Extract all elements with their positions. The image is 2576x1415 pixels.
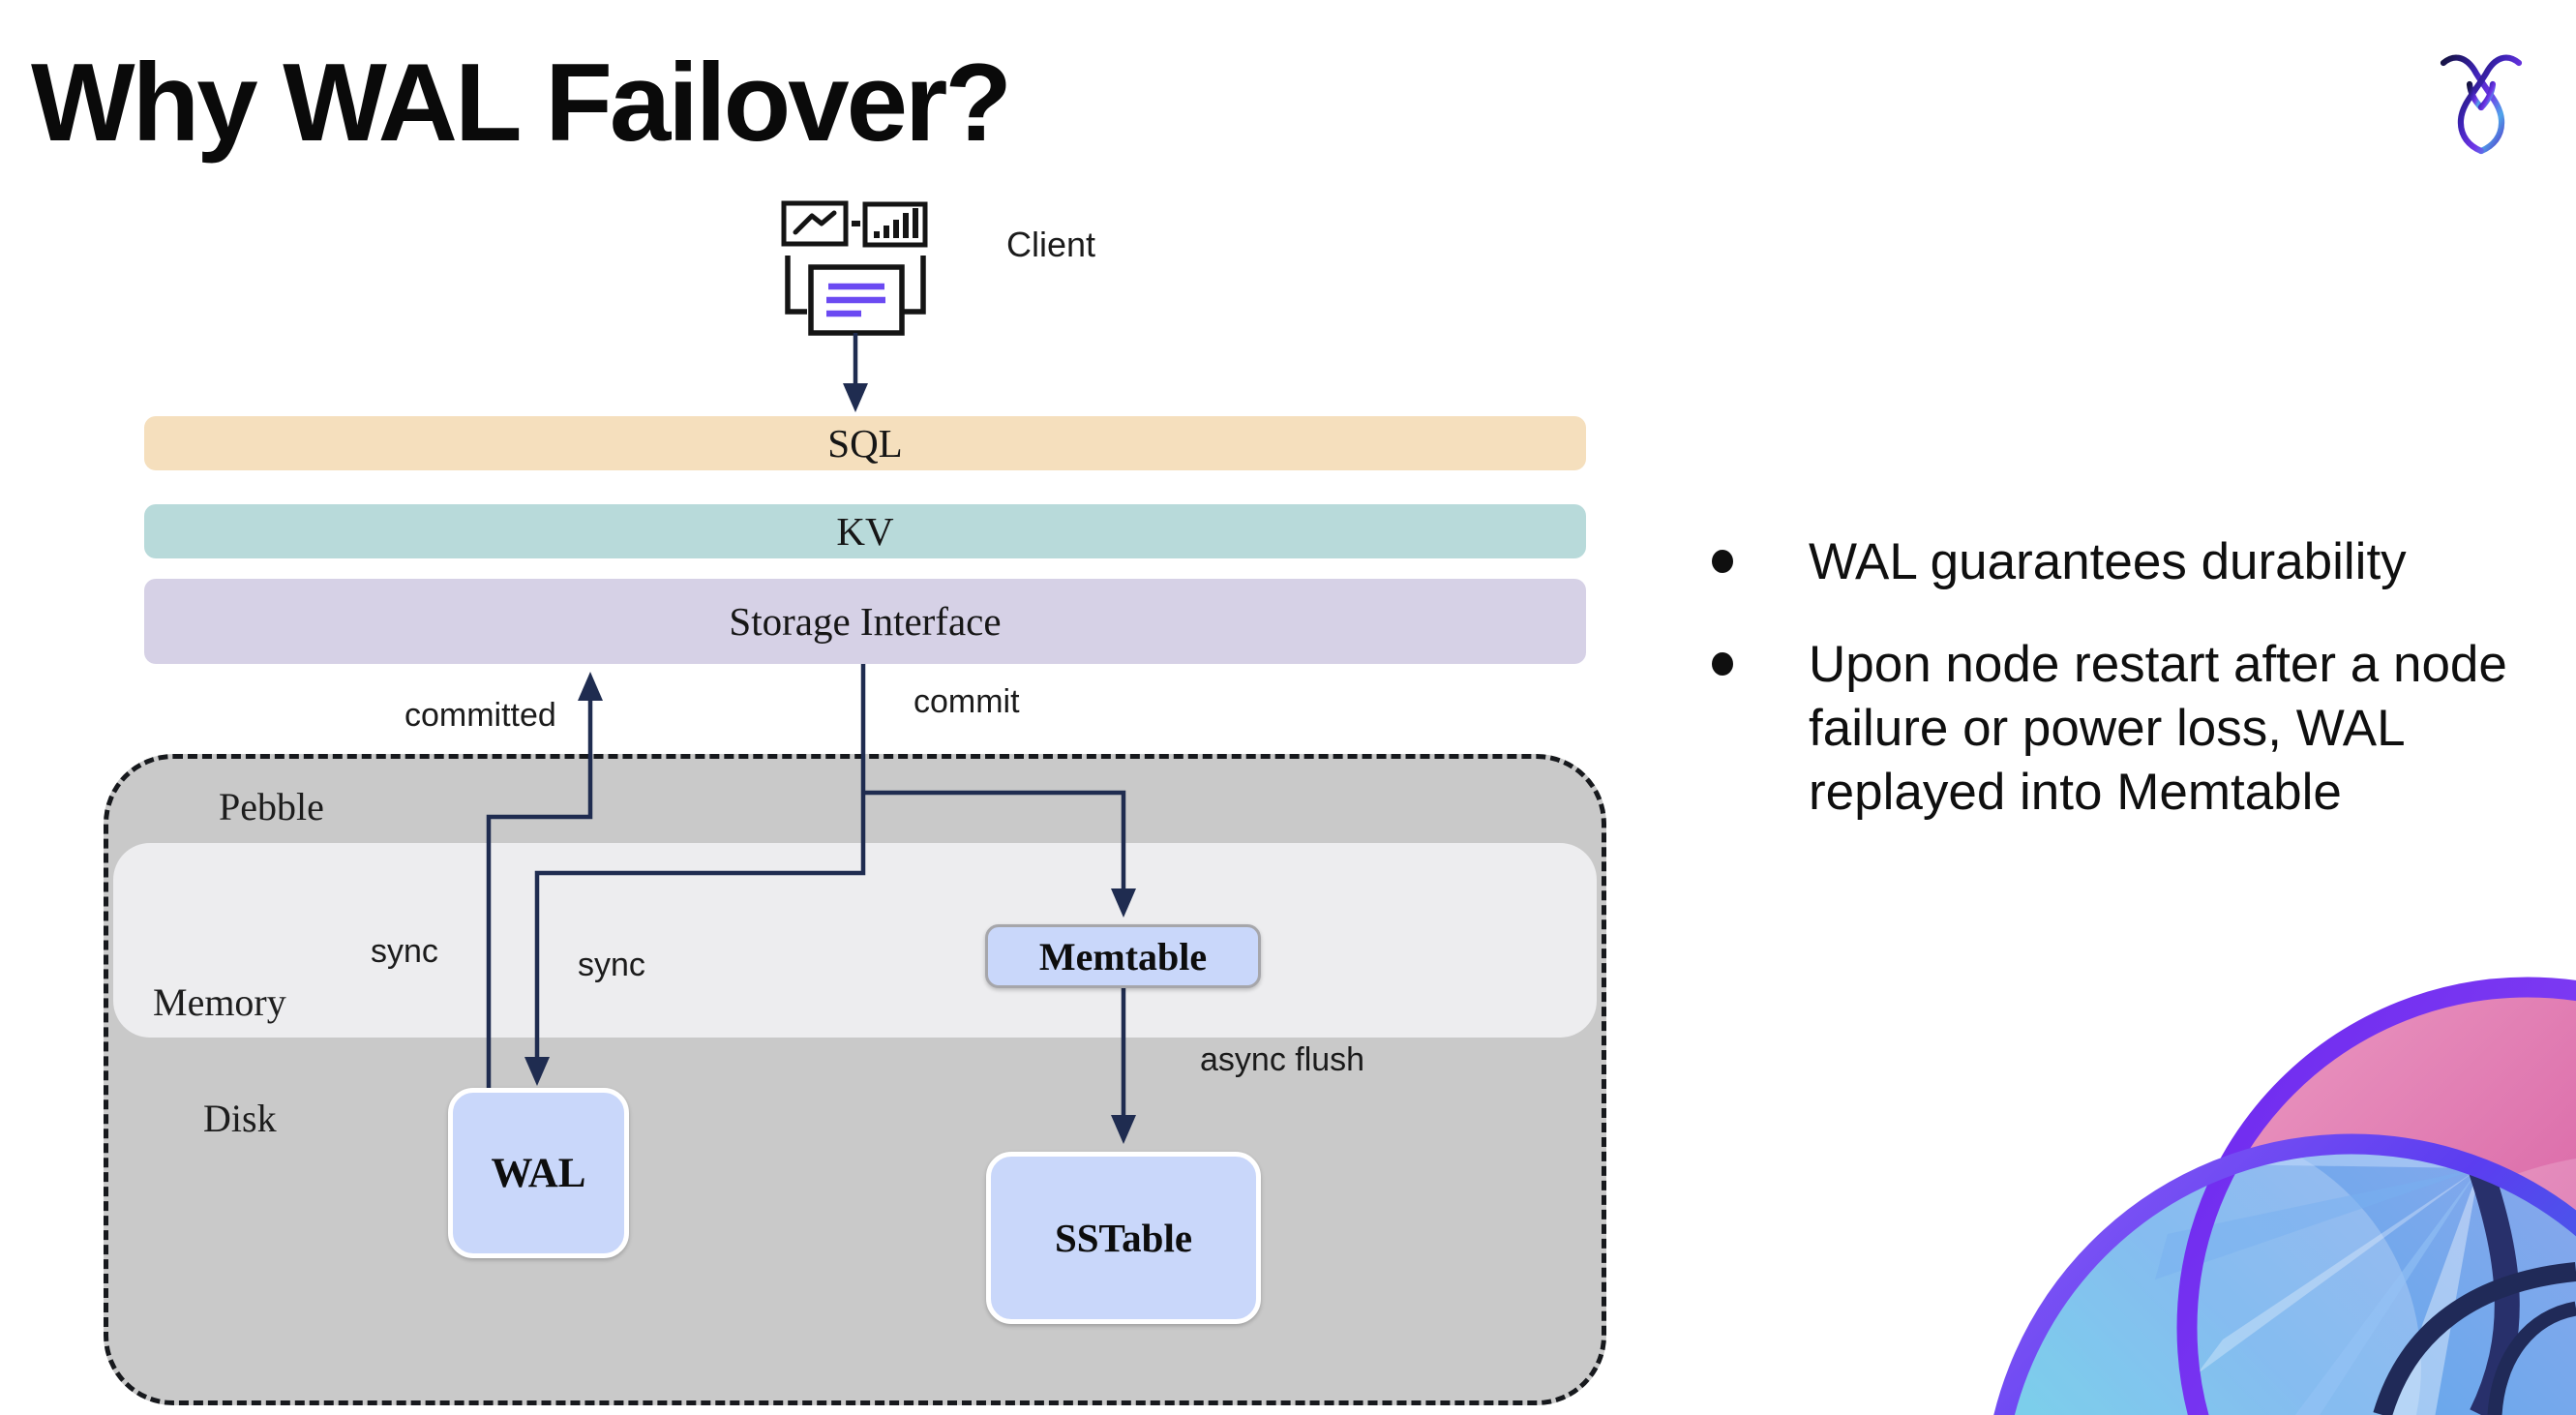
disk-label: Disk — [203, 1097, 277, 1140]
line-chart-icon — [781, 200, 849, 247]
sync-right-label: sync — [578, 947, 645, 983]
pebble-label: Pebble — [219, 785, 324, 828]
memtable-node: Memtable — [985, 924, 1261, 988]
cockroachdb-logo-icon — [2440, 54, 2523, 155]
layer-bar-sql: SQL — [144, 416, 1586, 470]
page-title: Why WAL Failover? — [31, 42, 1012, 165]
client-label: Client — [1006, 225, 1096, 264]
commit-label: commit — [914, 683, 1020, 720]
client-devices-icon — [781, 200, 928, 336]
async-flush-label: async flush — [1200, 1041, 1365, 1078]
layer-bar-storage-interface: Storage Interface — [144, 579, 1586, 664]
notes-list: WAL guarantees durability Upon node rest… — [1700, 530, 2532, 863]
storage-interface-label: Storage Interface — [729, 599, 1002, 644]
memory-label: Memory — [153, 980, 286, 1024]
note-text: Upon node restart after a node failure o… — [1809, 636, 2507, 821]
committed-label: committed — [404, 697, 556, 734]
layer-bar-kv: KV — [144, 504, 1586, 558]
sstable-node-label: SSTable — [1054, 1216, 1193, 1260]
memory-region — [113, 843, 1597, 1038]
kv-layer-label: KV — [836, 509, 894, 554]
list-item: WAL guarantees durability — [1700, 530, 2532, 594]
list-item: Upon node restart after a node failure o… — [1700, 633, 2532, 825]
memtable-node-label: Memtable — [1038, 934, 1208, 978]
sql-layer-label: SQL — [827, 421, 903, 466]
corner-decoration-graphic — [1993, 977, 2576, 1415]
note-text: WAL guarantees durability — [1809, 533, 2407, 590]
document-icon — [785, 256, 926, 336]
wal-node-label: WAL — [491, 1150, 586, 1196]
bar-chart-icon — [862, 201, 928, 248]
wal-node: WAL — [448, 1088, 629, 1258]
sstable-node: SSTable — [986, 1152, 1261, 1324]
sync-left-label: sync — [371, 933, 438, 970]
